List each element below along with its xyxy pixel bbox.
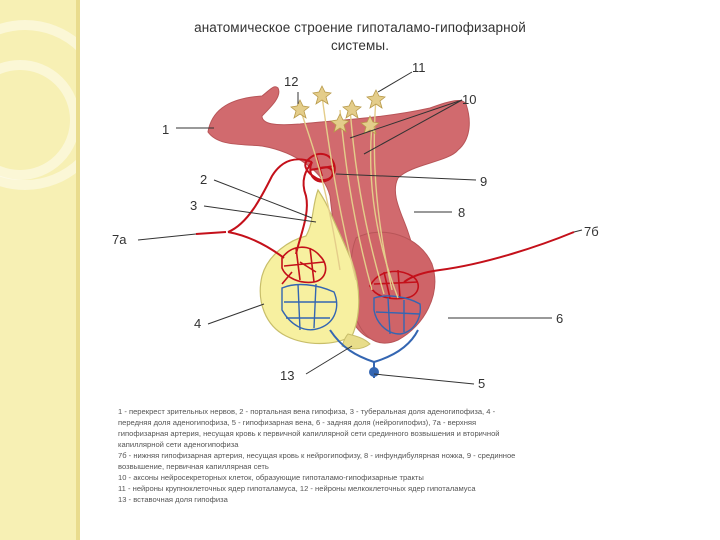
hypothalamic-pituitary-diagram: 1 2 3 7а 4 13 5 6 7б 8 9 10 11 12 [0,0,720,400]
legend-line: 13 - вставочная доля гипофиза [118,494,678,505]
label-10: 10 [462,92,476,107]
neurohypophysis-posterior-lobe [351,232,435,343]
label-5: 5 [478,376,485,391]
legend-line: передняя доля аденогипофиза, 5 - гипофиз… [118,417,678,428]
label-1: 1 [162,122,169,137]
label-3: 3 [190,198,197,213]
label-9: 9 [480,174,487,189]
label-8: 8 [458,205,465,220]
legend-line: 7б - нижняя гипофизарная артерия, несуща… [118,450,678,461]
label-7a: 7а [112,232,127,247]
label-12: 12 [284,74,298,89]
label-4: 4 [194,316,201,331]
legend-line: гипофизарная артерия, несущая кровь к пе… [118,428,678,439]
legend-line: капиллярной сети аденогипофиза [118,439,678,450]
hypophyseal-vein-trunk [369,367,379,377]
legend: 1 - перекрест зрительных нервов, 2 - пор… [118,406,678,505]
legend-line: 1 - перекрест зрительных нервов, 2 - пор… [118,406,678,417]
legend-line: 10 - аксоны нейросекреторных клеток, обр… [118,472,678,483]
label-13: 13 [280,368,294,383]
legend-line: 11 - нейроны крупноклеточных ядер гипота… [118,483,678,494]
legend-line: возвышение, первичная капиллярная сеть [118,461,678,472]
label-6: 6 [556,311,563,326]
label-2: 2 [200,172,207,187]
label-11: 11 [412,60,426,75]
label-7b: 7б [584,224,599,239]
